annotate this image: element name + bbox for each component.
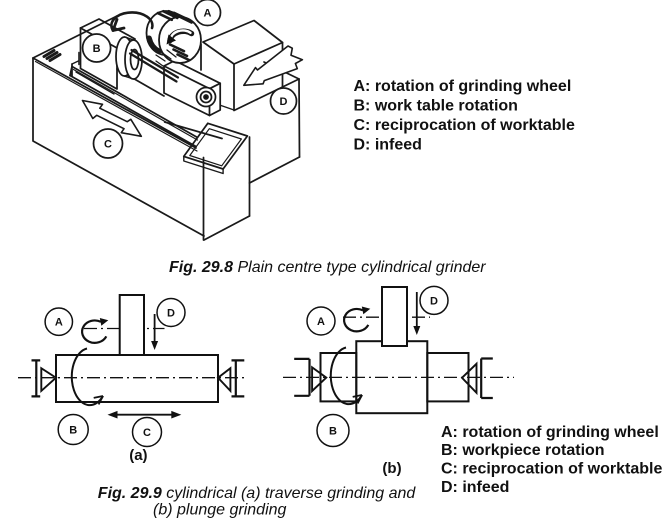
svg-text:C: reciprocation of worktable: C: reciprocation of worktable	[354, 117, 575, 134]
svg-text:B: B	[69, 425, 77, 437]
svg-text:B: B	[329, 426, 337, 438]
svg-text:C: C	[104, 139, 112, 151]
svg-text:D: D	[280, 96, 288, 108]
svg-text:B: work table rotation: B: work table rotation	[354, 98, 518, 115]
svg-text:D: infeed: D: infeed	[441, 479, 509, 496]
svg-text:D: D	[167, 308, 175, 320]
svg-text:(a): (a)	[129, 447, 147, 464]
svg-text:A: A	[55, 317, 63, 329]
svg-text:B: workpiece rotation: B: workpiece rotation	[441, 442, 605, 459]
svg-text:(b) plunge grinding: (b) plunge grinding	[153, 502, 287, 519]
svg-text:(b): (b)	[382, 460, 401, 477]
svg-text:A: rotation of grinding wheel: A: rotation of grinding wheel	[354, 78, 572, 95]
svg-text:D: infeed: D: infeed	[354, 137, 422, 154]
svg-text:C: C	[143, 427, 151, 439]
svg-text:A: A	[317, 316, 325, 328]
svg-text:D: D	[430, 295, 438, 307]
svg-text:B: B	[93, 43, 101, 55]
svg-text:Fig. 29.9 cylindrical (a) trav: Fig. 29.9 cylindrical (a) traverse grind…	[98, 485, 417, 502]
svg-text:C: reciprocation of worktable: C: reciprocation of worktable	[441, 461, 662, 478]
svg-text:Fig. 29.8 Plain centre type cy: Fig. 29.8 Plain centre type cylindrical …	[169, 259, 486, 276]
svg-text:A: A	[204, 8, 212, 20]
svg-text:A: rotation of grinding wheel: A: rotation of grinding wheel	[441, 424, 659, 441]
